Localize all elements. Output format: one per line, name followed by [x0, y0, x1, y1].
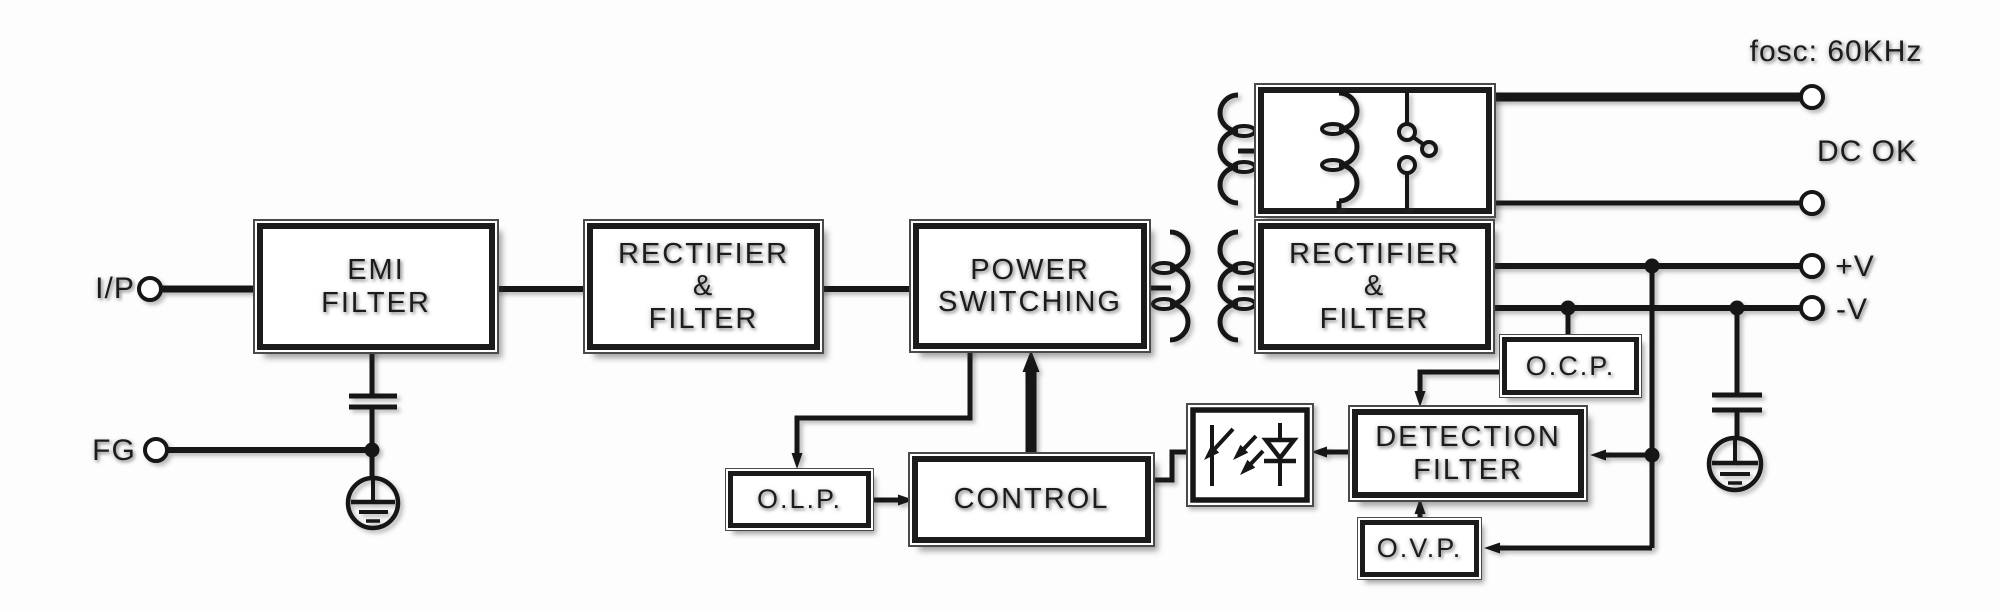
olp-to-control-wire	[871, 494, 914, 506]
v-plus-terminal-icon	[1799, 253, 1825, 279]
ocp-to-detection-wire	[1414, 369, 1503, 407]
v-plus-label: +V	[1835, 250, 1875, 283]
detection-filter-label-2: FILTER	[1413, 453, 1523, 486]
control-to-powerswitching-wire	[1022, 350, 1040, 456]
rectifier1-label-3: FILTER	[648, 302, 759, 335]
rectifier1-label-2: &	[692, 270, 715, 303]
rectifier1-label-1: RECTIFIER	[617, 237, 790, 270]
fg-label: FG	[92, 434, 136, 467]
detection-to-opto-wire	[1311, 446, 1352, 458]
rectifier2-label-1: RECTIFIER	[1288, 237, 1461, 270]
transformer-primary-winding-icon	[1151, 229, 1191, 343]
rectifier1-block: RECTIFIER & FILTER	[587, 223, 820, 350]
rectifier2-block: RECTIFIER & FILTER	[1258, 223, 1491, 350]
rectifier2-label-3: FILTER	[1319, 302, 1430, 335]
dcok-lower-terminal-icon	[1799, 190, 1825, 216]
emi-filter-block: EMI FILTER	[257, 223, 495, 350]
powerswitching-to-olp-wire	[791, 349, 973, 469]
input-label: I/P	[95, 272, 135, 305]
fg-terminal-icon	[143, 437, 169, 463]
ovp-to-detection-wire	[1414, 498, 1426, 520]
sense-feedback-wires	[1484, 266, 1660, 554]
dcok-relay-block	[1258, 87, 1492, 214]
v-minus-terminal-icon	[1799, 295, 1825, 321]
detection-filter-block: DETECTION FILTER	[1352, 409, 1584, 498]
y-capacitor-icon	[349, 393, 397, 410]
ocp-label: O.C.P.	[1525, 350, 1616, 381]
power-switching-label-1: POWER	[970, 253, 1090, 286]
transformer-aux-winding-icon	[1217, 92, 1257, 206]
v-minus-rail	[1488, 300, 1801, 316]
dc-ok-label: DC OK	[1816, 135, 1918, 168]
detection-filter-label-1: DETECTION	[1375, 421, 1561, 454]
emi-ground-branch	[166, 349, 380, 479]
ovp-label: O.V.P.	[1376, 533, 1463, 564]
rectifier2-label-2: &	[1363, 270, 1386, 303]
ocp-block: O.C.P.	[1502, 337, 1639, 395]
v-minus-label: -V	[1836, 293, 1868, 326]
emi-filter-label-1: EMI	[347, 254, 405, 287]
opto-to-control-wire	[1151, 449, 1193, 483]
input-terminal-icon	[137, 276, 163, 302]
olp-block: O.L.P.	[728, 471, 871, 528]
olp-label: O.L.P.	[756, 484, 843, 515]
control-block: CONTROL	[912, 456, 1151, 543]
dcok-upper-terminal-icon	[1799, 84, 1825, 110]
earth-ground-icon-left	[345, 475, 401, 531]
emi-filter-label-2: FILTER	[321, 286, 431, 319]
power-switching-block: POWER SWITCHING	[913, 223, 1147, 349]
power-switching-label-2: SWITCHING	[938, 286, 1122, 318]
earth-ground-icon-right	[1706, 435, 1764, 493]
fosc-label: fosc: 60KHz	[1749, 35, 1923, 68]
output-capacitor-icon	[1712, 392, 1762, 413]
ovp-block: O.V.P.	[1360, 520, 1479, 577]
transformer-secondary-winding-icon	[1217, 229, 1257, 343]
v-plus-rail	[1488, 258, 1801, 274]
control-label: CONTROL	[953, 483, 1110, 516]
